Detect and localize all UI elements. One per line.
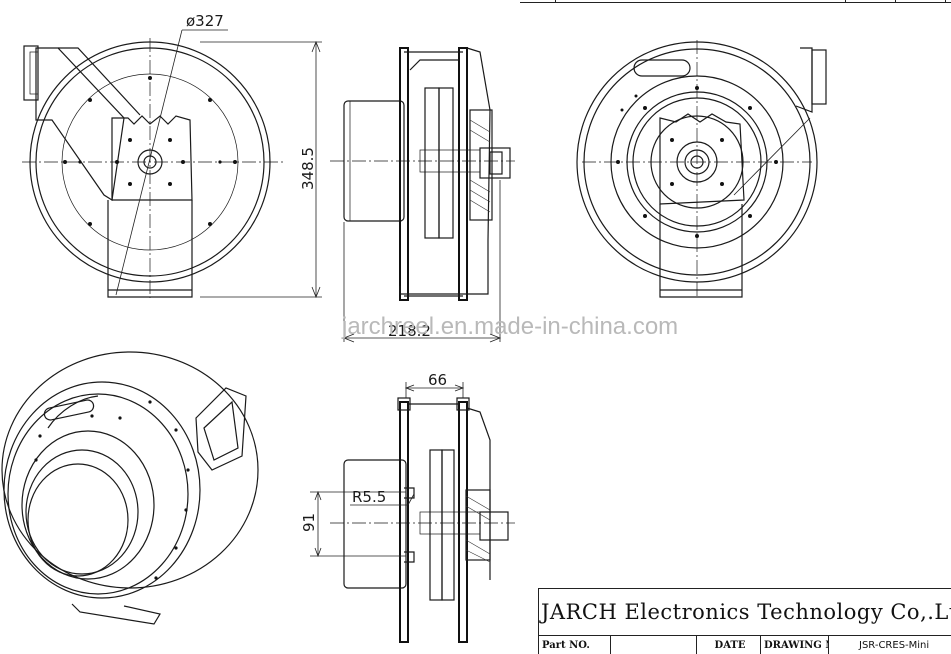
front-view [22, 29, 322, 299]
diameter-label: ø327 [186, 12, 224, 30]
date-label: DATE [697, 636, 761, 654]
title-block: JARCH Electronics Technology Co,.Ltd Par… [538, 588, 951, 654]
title-block-row: Part NO. DATE DRAWING NO. JSR-CRES-Mini [539, 635, 951, 654]
side-view [330, 47, 515, 343]
depth-label: 218.2 [388, 322, 431, 340]
part-no-label: Part NO. [539, 636, 611, 654]
width-66-label: 66 [428, 371, 447, 389]
company-name: JARCH Electronics Technology Co,.Ltd [541, 600, 951, 624]
height-label: 348.5 [299, 147, 317, 190]
drawing-no-label: DRAWING NO. [761, 636, 829, 654]
top-table-edge [520, 0, 951, 3]
isometric-view [1, 351, 259, 625]
rear-view [576, 40, 827, 298]
watermark: jarchreel.en.made-in-china.com [341, 313, 678, 340]
offset-91-label: 91 [300, 513, 318, 532]
radius-label: R5.5 [352, 488, 386, 506]
part-no-value [611, 636, 697, 654]
drawing-no-value: JSR-CRES-Mini [829, 636, 951, 654]
side-section-view [310, 382, 515, 643]
